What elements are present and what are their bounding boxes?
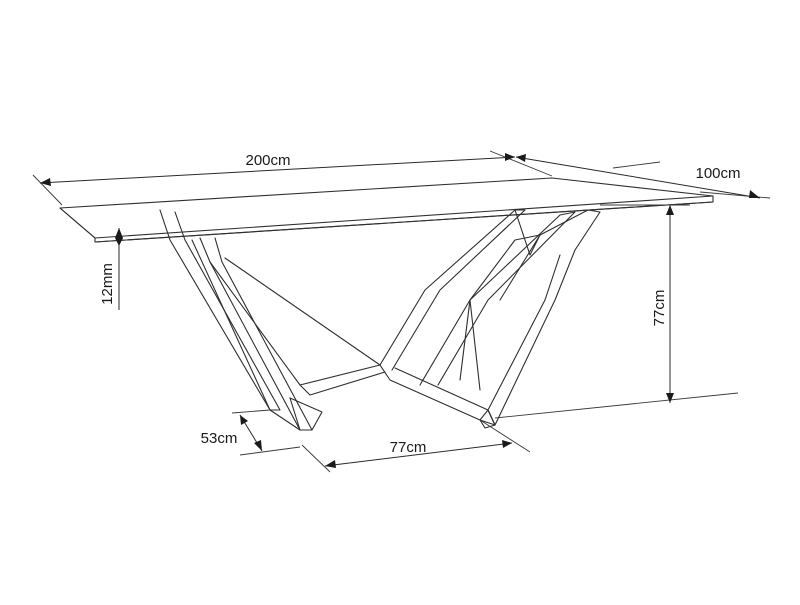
leg-back-inner — [459, 299, 481, 391]
table-top-surface — [59, 177, 714, 243]
width-label: 100cm — [695, 165, 740, 182]
dimension-base-width: 53cm — [201, 409, 301, 456]
brace-left-lower — [299, 371, 386, 396]
brace-center — [379, 364, 496, 426]
table-top-side — [59, 207, 96, 239]
leg-center-rise — [379, 209, 526, 371]
leg-front-left-outer — [159, 209, 281, 411]
foot-front-left — [289, 397, 323, 431]
leg-front-left-tube — [191, 239, 301, 431]
length-label: 200cm — [245, 152, 290, 169]
dimension-width: 100cm — [515, 154, 771, 199]
dimension-height: 77cm — [494, 204, 739, 419]
leg-back-right — [487, 209, 601, 426]
table-base — [159, 209, 601, 431]
leg-front-left-inner — [199, 237, 313, 431]
height-label: 77cm — [651, 290, 668, 327]
brace-back-cross — [514, 209, 541, 256]
dimension-base-length: 77cm — [301, 419, 531, 473]
table-top-edge — [94, 195, 714, 243]
brace-left — [209, 257, 381, 386]
thickness-label: 12mm — [99, 263, 116, 305]
leg-back-rise — [419, 211, 576, 386]
dimension-thickness: 12mm — [99, 228, 123, 310]
base-length-label: 77cm — [390, 439, 427, 456]
foot-back-right — [479, 409, 496, 429]
brace-back-upper — [469, 234, 541, 301]
dimension-length: 200cm — [32, 150, 553, 206]
table-top — [59, 177, 714, 243]
base-width-label: 53cm — [201, 430, 238, 447]
